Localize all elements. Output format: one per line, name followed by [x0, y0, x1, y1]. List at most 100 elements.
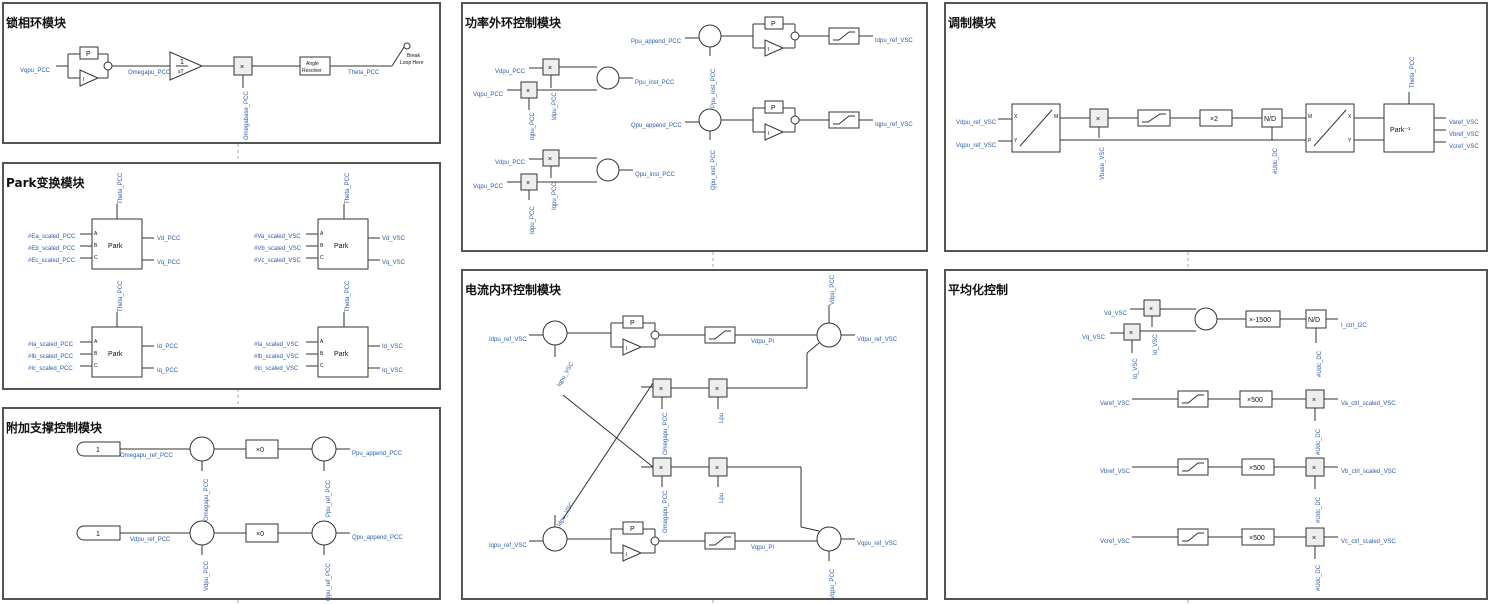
pw-sum-q[interactable]: [596, 158, 620, 182]
park-block-3[interactable]: [91, 326, 143, 378]
cur-vdpi: Vdpu_PI: [751, 339, 774, 345]
mod-inv-park-block[interactable]: [1383, 103, 1435, 153]
pll-omegabase-label: Omegabase_PCC: [244, 91, 250, 140]
pin-y: Y: [1014, 138, 1018, 144]
bal-vc-out: Vc_ctrl_scaled_VSC: [1341, 539, 1396, 545]
cur-p-gain-d[interactable]: [622, 315, 644, 329]
pw-i-block-2[interactable]: [764, 123, 785, 141]
park-b3-out-d: Id_PCC: [157, 344, 179, 350]
pw-idref: Idpu_ref_VSC: [875, 38, 913, 44]
bal-va-out: Va_ctrl_scaled_VSC: [1341, 401, 1396, 407]
aux-sum-3[interactable]: [189, 520, 215, 546]
park-b2-title: Park: [334, 243, 349, 250]
cur-vdpcc: Vdpu_PCC: [830, 274, 836, 305]
park-panel: Park变换模块 Theta_PCC Park A B C #Ea_scaled…: [2, 162, 441, 390]
bal-id: Id_VSC: [1153, 334, 1159, 355]
park-b2-out-d: Vd_VSC: [382, 236, 406, 242]
mod-vq-in: Vqpu_ref_VSC: [956, 143, 997, 149]
multiply-icon: ×: [1129, 330, 1133, 337]
pw-vd-1: Vdpu_PCC: [495, 69, 526, 75]
cur-i-block-d[interactable]: [622, 338, 643, 356]
aux-qref-label: Qpu_ref_PCC: [326, 563, 332, 601]
pw-p-gain-2[interactable]: [764, 100, 784, 114]
pll-i-block[interactable]: [79, 69, 100, 87]
aux-sum-4[interactable]: [311, 520, 337, 546]
pin-c: C: [320, 363, 324, 369]
mod-nd-label: N/D: [1264, 116, 1276, 123]
bal-sum[interactable]: [1194, 307, 1218, 331]
aux-vdpu-label: Vdpu_PCC: [204, 560, 210, 591]
cur-p-gain-q[interactable]: [622, 521, 644, 535]
pll-break-loop-icon[interactable]: [403, 42, 411, 50]
mod-out-a: Varef_VSC: [1449, 120, 1479, 126]
cur-pi-sum-q[interactable]: [650, 536, 660, 546]
aux-omegapu-label: Omegapu_PCC: [204, 478, 210, 521]
pin-p: P: [1308, 138, 1312, 144]
pin-b: B: [94, 351, 98, 357]
pw-sum-p[interactable]: [596, 66, 620, 90]
multiply-icon: ×: [526, 88, 530, 95]
bal-vbref: Vbref_VSC: [1100, 469, 1131, 475]
pin-y: Y: [1348, 138, 1352, 144]
park-b3-in-c: #Ic_scaled_PCC: [28, 366, 73, 372]
cur-sum-vq[interactable]: [816, 526, 842, 552]
aux-support-panel: 附加支撑控制模块 1 Omegapu_ref_PCC Omegapu_PCC ×…: [2, 407, 441, 601]
pin-c: C: [94, 255, 98, 261]
cur-i-block-q[interactable]: [622, 544, 643, 562]
limiter-icon: [709, 330, 731, 340]
park-block-4[interactable]: [317, 326, 369, 378]
pw-sum-qref[interactable]: [698, 108, 722, 132]
aux-const-2-block[interactable]: [76, 525, 121, 541]
park-b4-title: Park: [334, 351, 349, 358]
pw-pi-sum-2[interactable]: [790, 115, 800, 125]
park-b4-theta: Theta_PCC: [345, 280, 351, 312]
park-b2-in-c: #Vc_scaled_VSC: [254, 258, 301, 264]
modulation-diagram: Vdpu_ref_VSC Vqpu_ref_VSC X Y M × Vbase_…: [956, 56, 1480, 180]
cur-lpu-1: Lpu: [719, 413, 725, 423]
pin-b: B: [320, 243, 324, 249]
pll-sum-node[interactable]: [103, 61, 113, 71]
mod-out-c: Vcref_VSC: [1449, 144, 1479, 150]
pw-i-label-1: I: [768, 47, 769, 53]
aux-sum-1[interactable]: [189, 436, 215, 462]
park-b3-title: Park: [108, 351, 123, 358]
bal-gain-b-label: ×500: [1249, 465, 1265, 472]
panel-title: 平均化控制: [948, 283, 1009, 297]
panel-title: 功率外环控制模块: [465, 16, 562, 30]
pw-vd-2: Vdpu_PCC: [495, 160, 526, 166]
pw-pi-sum-1[interactable]: [790, 31, 800, 41]
cur-vqpcc: Vqpu_PCC: [830, 568, 836, 599]
multiply-icon: ×: [1312, 465, 1316, 472]
aux-gain-2-label: ×0: [256, 531, 264, 538]
aux-sum-2[interactable]: [311, 436, 337, 462]
bal-nd-label: N/D: [1308, 317, 1320, 324]
aux-diagram: 1 Omegapu_ref_PCC Omegapu_PCC ×0 Ppu_ref…: [76, 436, 403, 601]
pw-p-label-2: P: [771, 105, 776, 112]
pw-i-block-1[interactable]: [764, 39, 785, 57]
bal-varef: Varef_VSC: [1100, 401, 1130, 407]
pw-sum-pref[interactable]: [698, 24, 722, 48]
cur-pi-sum-d[interactable]: [650, 330, 660, 340]
pw-p-gain-1[interactable]: [764, 16, 784, 30]
park-b4-in-a: #Ia_scaled_VSC: [254, 342, 299, 348]
pin-b: B: [320, 351, 324, 357]
cur-vdref: Vdpu_ref_VSC: [857, 337, 898, 343]
park-block-1[interactable]: [91, 218, 143, 270]
cur-i-label-d: I: [626, 346, 627, 352]
cur-sum-d[interactable]: [542, 320, 568, 346]
polar-converter-icon: [1019, 109, 1053, 147]
panel-title: 锁相环模块: [6, 16, 67, 30]
multiply-icon: ×: [715, 465, 719, 472]
limiter-icon: [1182, 532, 1204, 542]
park-block-2[interactable]: [317, 218, 369, 270]
cur-sum-vd[interactable]: [816, 322, 842, 348]
pw-iq-1: Iqpu_PCC: [530, 112, 536, 140]
pll-theta-label: Theta_PCC: [348, 70, 380, 76]
pll-p-gain-block[interactable]: [79, 46, 99, 60]
bal-gain-c-label: ×500: [1249, 535, 1265, 542]
bal-vd: Vd_VSC: [1104, 311, 1128, 317]
bal-vcref: Vcref_VSC: [1100, 539, 1130, 545]
aux-const-1-block[interactable]: [76, 441, 121, 457]
cur-sum-q[interactable]: [542, 526, 568, 552]
bal-gain-a-label: ×500: [1247, 397, 1263, 404]
